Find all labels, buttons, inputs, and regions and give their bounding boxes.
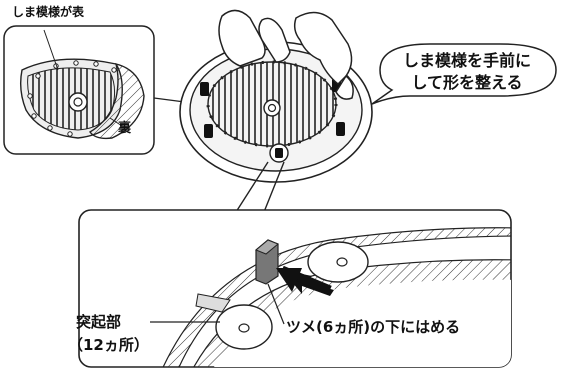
inset-front-leader — [43, 29, 59, 71]
tab-leader — [267, 283, 285, 325]
tab-detail — [255, 239, 279, 285]
tab-label: ツメ(6ヵ所)の下にはめる — [286, 318, 461, 336]
detail-panel — [78, 209, 512, 368]
inset-panel — [3, 25, 155, 155]
inset-back-leader — [109, 117, 123, 127]
main-filter — [153, 41, 373, 183]
protrusion-count-label: （12ヵ所） — [68, 336, 149, 354]
detail-leader — [235, 161, 285, 213]
inset-back-label: 裏 — [118, 121, 132, 136]
instruction-line2: して形を整える — [411, 73, 523, 92]
instruction-bubble — [371, 43, 557, 105]
instruction-line1: しま模様を手前に — [402, 51, 531, 70]
inset-front-label: しま模様が表 — [12, 5, 85, 19]
protrusion-label: 突起部 — [76, 313, 122, 331]
hands-illustration — [218, 9, 354, 100]
inset-filter-back — [88, 63, 145, 140]
